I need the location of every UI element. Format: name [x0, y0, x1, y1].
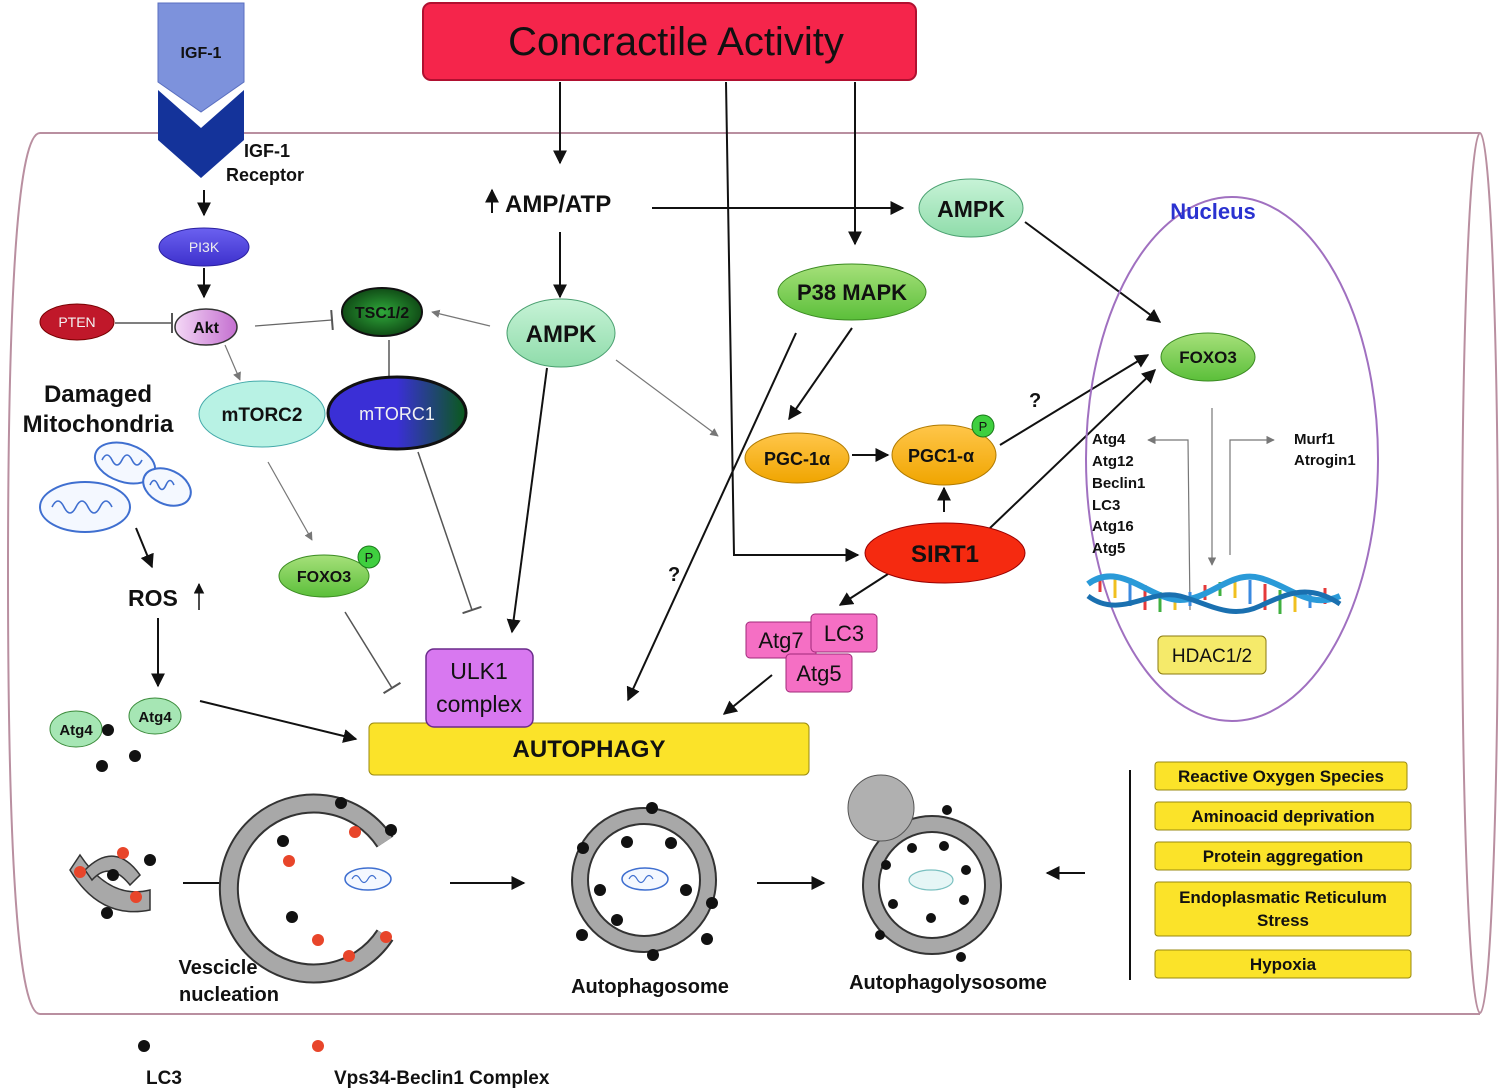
lc3-box: LC3	[810, 613, 878, 653]
autophagosome-icon	[571, 802, 718, 961]
autophagy-box: AUTOPHAGY	[368, 722, 810, 776]
legend-lc3-label: LC3	[146, 1068, 182, 1089]
gene-atg4: Atg4	[1092, 431, 1126, 448]
ampk-center-label: AMPK	[526, 321, 597, 348]
gene-lc3: LC3	[1092, 497, 1120, 514]
p38-mapk-node: P38 MAPK	[777, 263, 927, 321]
gene-atrogin1: Atrogin1	[1294, 452, 1356, 469]
atg5-box-label: Atg5	[796, 661, 841, 686]
mtorc2-label: mTORC2	[222, 405, 303, 426]
phospho-badge-pgc1a: P	[979, 419, 988, 434]
stressor-er-stress-2: Stress	[1257, 911, 1309, 930]
vesicle-nucleation-label-1: Vescicle	[179, 957, 258, 979]
damaged-mitochondria-label-1: Damaged	[44, 381, 152, 408]
tsc12-label: TSC1/2	[355, 305, 409, 322]
ros-label: ROS	[128, 585, 178, 611]
foxo3-cytoplasm-label: FOXO3	[297, 569, 351, 586]
pathway-connectors	[115, 81, 1275, 980]
gene-beclin1: Beclin1	[1092, 475, 1145, 492]
pgc1a-phospho-label: PGC1-α	[908, 446, 974, 466]
atg4-node-b: Atg4	[128, 697, 182, 735]
phospho-badge-foxo3: P	[365, 550, 374, 565]
vesicle-nucleation-icon	[218, 793, 397, 984]
ampk-center-node: AMPK	[506, 298, 616, 368]
sirt1-label: SIRT1	[911, 541, 979, 568]
akt-node: Akt	[174, 308, 238, 346]
gene-atg16: Atg16	[1092, 518, 1134, 535]
atg4-label-b: Atg4	[138, 709, 172, 726]
cell-boundary	[6, 132, 1499, 1015]
lc3-dots-free	[96, 724, 141, 772]
igf1-receptor-label-2: Receptor	[226, 165, 304, 185]
autophagosome-label: Autophagosome	[571, 976, 729, 998]
contractile-activity-label: Concractile Activity	[508, 20, 844, 64]
gene-atg5: Atg5	[1092, 540, 1125, 557]
akt-label: Akt	[193, 320, 219, 337]
stressor-ros: Reactive Oxygen Species	[1178, 767, 1384, 786]
hdac12-label: HDAC1/2	[1172, 646, 1252, 667]
atg-gene-list: Atg4 Atg12 Beclin1 LC3 Atg16 Atg5	[1092, 431, 1145, 557]
atg7-box: Atg7	[745, 621, 817, 659]
pgc1a-phospho-node: PGC1-α P	[891, 414, 997, 486]
atg5-box: Atg5	[785, 653, 853, 693]
mtorc2-node: mTORC2	[198, 380, 326, 448]
tsc12-node: TSC1/2	[341, 287, 423, 337]
atg4-label-a: Atg4	[59, 722, 93, 739]
igf1-ligand: IGF-1	[157, 2, 245, 113]
ulk1-label-2: complex	[436, 691, 522, 717]
atg7-label: Atg7	[758, 628, 803, 653]
mitochondria-icon	[39, 441, 192, 533]
lc3-box-label: LC3	[824, 621, 864, 646]
phagophore-icon	[69, 847, 156, 919]
stressor-er-stress-1: Endoplasmatic Reticulum	[1179, 888, 1387, 907]
legend-vps34-label: Vps34-Beclin1 Complex	[334, 1068, 550, 1089]
autophagy-label: AUTOPHAGY	[513, 736, 666, 763]
contractile-activity-box: Concractile Activity	[422, 2, 917, 81]
ulk1-label-1: ULK1	[450, 658, 508, 684]
amp-atp-label: AMP/ATP	[505, 191, 611, 218]
ulk1-complex-box: ULK1 complex	[425, 648, 534, 728]
damaged-mitochondria-label-2: Mitochondria	[23, 411, 174, 438]
pi3k-label: PI3K	[189, 239, 220, 255]
vesicle-nucleation-label-2: nucleation	[179, 984, 279, 1006]
pgc1a-node: PGC-1α	[744, 432, 850, 484]
gene-atg12: Atg12	[1092, 453, 1134, 470]
nucleus-label: Nucleus	[1170, 199, 1256, 224]
dna-helix-icon	[1086, 573, 1342, 615]
stressor-list: Reactive Oxygen Species Aminoacid depriv…	[1154, 761, 1412, 979]
foxo3-nucleus-node: FOXO3	[1160, 332, 1256, 382]
atg4-node-a: Atg4	[49, 710, 103, 748]
ampk-right-node: AMPK	[918, 178, 1024, 238]
hdac12-box: HDAC1/2	[1157, 635, 1267, 675]
foxo3-cytoplasm-node: FOXO3 P	[278, 545, 381, 598]
p38-mapk-label: P38 MAPK	[797, 280, 907, 305]
igf1-label: IGF-1	[181, 45, 222, 62]
pten-label: PTEN	[58, 314, 95, 330]
nucleus: Nucleus	[1085, 196, 1379, 722]
gene-murf1: Murf1	[1294, 431, 1335, 448]
pten-node: PTEN	[39, 303, 115, 341]
igf1-receptor-label-1: IGF-1	[244, 141, 290, 161]
stressor-protein-aggregation: Protein aggregation	[1203, 847, 1364, 866]
autophagolysosome-label: Autophagolysosome	[849, 972, 1047, 994]
stressor-aminoacid: Aminoacid deprivation	[1191, 807, 1374, 826]
stressor-hypoxia: Hypoxia	[1250, 955, 1317, 974]
mtorc1-node: mTORC1	[326, 375, 468, 451]
atrophy-gene-list: Murf1 Atrogin1	[1294, 431, 1356, 469]
question-mark-p38-autophagy: ?	[668, 564, 680, 586]
legend: LC3 Vps34-Beclin1 Complex	[138, 1040, 550, 1089]
pgc1a-label: PGC-1α	[764, 449, 830, 469]
autophagolysosome-icon	[847, 774, 1002, 962]
sirt1-node: SIRT1	[864, 522, 1026, 584]
ampk-right-label: AMPK	[937, 196, 1005, 222]
foxo3-nucleus-label: FOXO3	[1179, 348, 1237, 367]
igf1-receptor: IGF-1 Receptor	[158, 90, 304, 185]
question-mark-pgc-foxo: ?	[1029, 390, 1041, 412]
mtorc1-label: mTORC1	[359, 404, 435, 424]
pi3k-node: PI3K	[158, 227, 250, 267]
